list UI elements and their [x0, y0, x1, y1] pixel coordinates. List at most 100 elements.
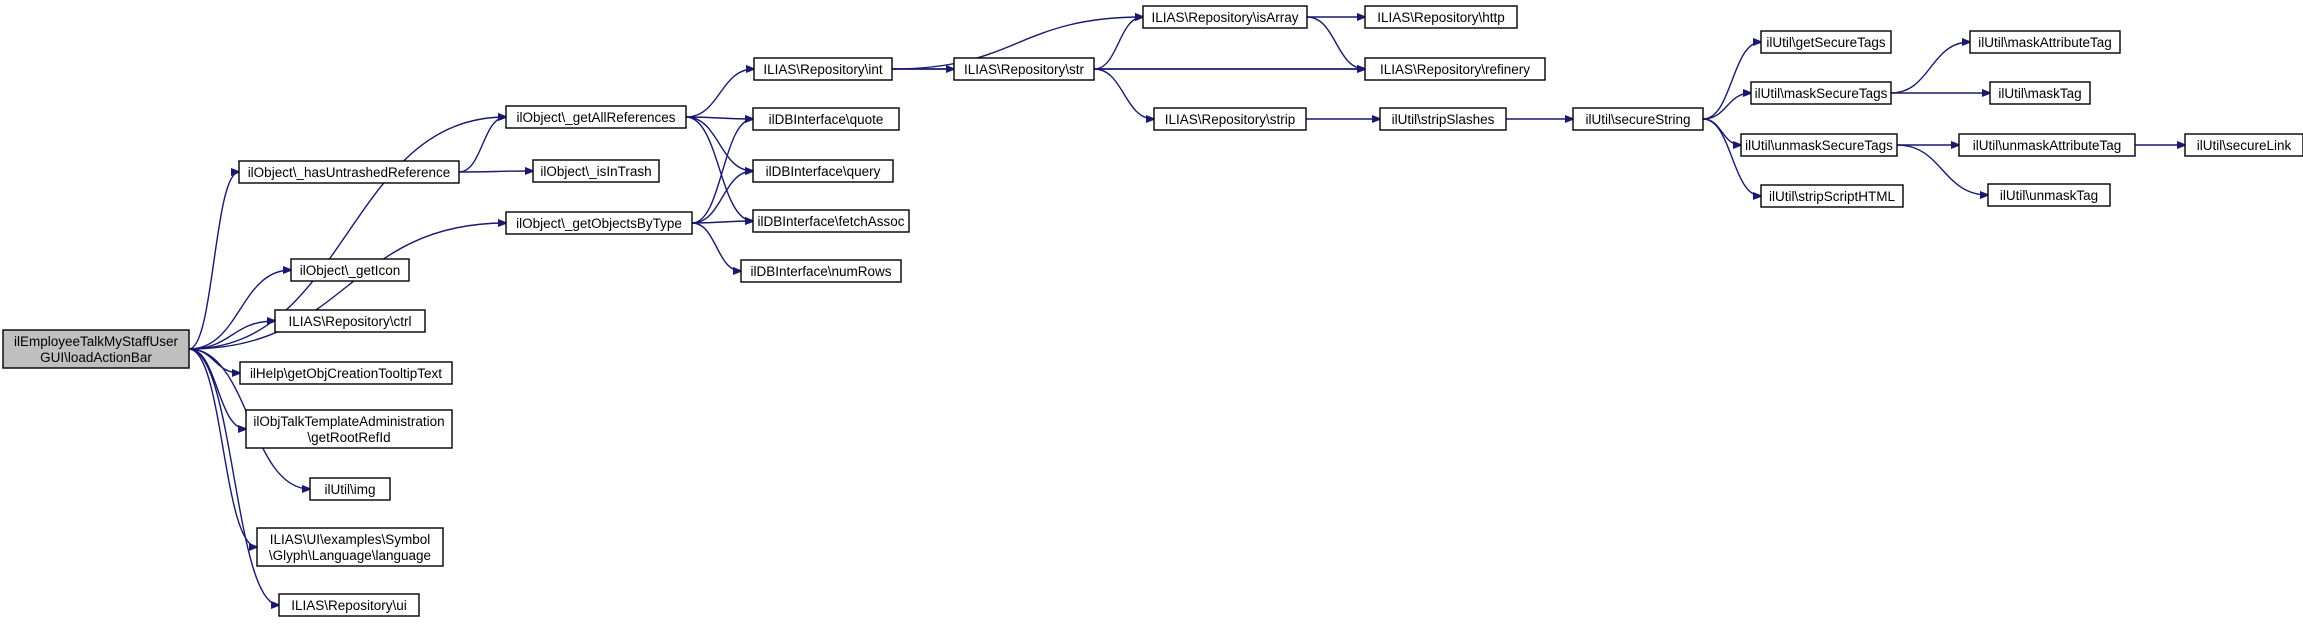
node-box — [505, 211, 693, 235]
node-label: ILIAS\Repository\refinery — [1380, 62, 1530, 77]
node-label: ilDBInterface\quote — [769, 112, 884, 127]
node-box — [290, 258, 410, 282]
node-box — [752, 107, 900, 131]
node-strip-script-html[interactable]: ilUtil\stripScriptHTML — [1760, 184, 1904, 208]
node-box — [1153, 107, 1307, 131]
edge-get-objects-by-type-to-num-rows — [691, 222, 741, 271]
node-unmask-attribute-tag[interactable]: ilUtil\unmaskAttributeTag — [1958, 133, 2136, 157]
node-label: ilUtil\secureLink — [2197, 138, 2292, 153]
node-ctrl[interactable]: ILIAS\Repository\ctrl — [274, 309, 426, 333]
node-query[interactable]: ilDBInterface\query — [752, 159, 894, 183]
node-label: ilUtil\stripSlashes — [1392, 112, 1495, 127]
node-int[interactable]: ILIAS\Repository\int — [753, 57, 893, 81]
node-num-rows[interactable]: ilDBInterface\numRows — [740, 259, 902, 283]
node-is-in-trash[interactable]: ilObject\_isInTrash — [532, 159, 660, 183]
node-get-objects-by-type[interactable]: ilObject\_getObjectsByType — [505, 211, 693, 235]
node-box — [1750, 81, 1892, 105]
edge-layer — [188, 17, 2185, 605]
node-box — [1958, 133, 2136, 157]
node-refinery[interactable]: ILIAS\Repository\refinery — [1364, 57, 1546, 81]
node-box — [1740, 133, 1898, 157]
node-box — [953, 57, 1095, 81]
node-box — [1572, 107, 1704, 131]
node-root[interactable]: ilEmployeeTalkMyStaffUserGUI\loadActionB… — [2, 329, 190, 369]
node-label: ilDBInterface\numRows — [750, 264, 891, 279]
node-language[interactable]: ILIAS\UI\examples\Symbol\Glyph\Language\… — [256, 527, 444, 567]
node-label: ILIAS\UI\examples\Symbol — [270, 532, 431, 547]
edge-root-to-get-icon — [188, 270, 291, 350]
node-label: ilHelp\getObjCreationTooltipText — [250, 366, 442, 381]
node-label: ilUtil\maskSecureTags — [1755, 86, 1888, 101]
edge-has-untrashed-to-is-in-trash — [458, 171, 533, 172]
node-strip[interactable]: ILIAS\Repository\strip — [1153, 107, 1307, 131]
node-box — [256, 527, 444, 567]
edge-secure-string-to-strip-script-html — [1702, 118, 1761, 196]
node-img[interactable]: ilUtil\img — [309, 477, 391, 501]
node-label: ilDBInterface\fetchAssoc — [757, 214, 904, 229]
node-label: ilUtil\img — [324, 482, 375, 497]
edge-root-to-get-all-references — [188, 117, 506, 350]
edge-get-objects-by-type-to-quote — [691, 119, 753, 224]
node-is-array[interactable]: ILIAS\Repository\isArray — [1142, 5, 1308, 29]
node-label: \Glyph\Language\language — [269, 548, 431, 563]
node-mask-secure-tags[interactable]: ilUtil\maskSecureTags — [1750, 81, 1892, 105]
node-label: ilUtil\unmaskAttributeTag — [1973, 138, 2122, 153]
node-http[interactable]: ILIAS\Repository\http — [1364, 5, 1518, 29]
node-fetch-assoc[interactable]: ilDBInterface\fetchAssoc — [752, 209, 910, 233]
edge-root-to-ctrl — [188, 321, 275, 350]
edge-get-all-references-to-fetch-assoc — [685, 116, 753, 221]
edge-get-all-references-to-int — [685, 69, 754, 118]
node-box — [532, 159, 660, 183]
node-label: ilObjTalkTemplateAdministration — [253, 414, 444, 429]
node-box — [239, 361, 453, 385]
node-label: ilUtil\maskTag — [1998, 86, 2081, 101]
edge-int-to-is-array — [891, 17, 1143, 70]
edge-unmask-secure-tags-to-unmask-tag — [1896, 144, 1988, 195]
node-unmask-secure-tags[interactable]: ilUtil\unmaskSecureTags — [1740, 133, 1898, 157]
node-strip-slashes[interactable]: ilUtil\stripSlashes — [1379, 107, 1507, 131]
node-label: ILIAS\Repository\isArray — [1151, 10, 1298, 25]
node-label: ILIAS\Repository\str — [964, 62, 1085, 77]
node-unmask-tag[interactable]: ilUtil\unmaskTag — [1987, 183, 2111, 207]
node-label: ilObject\_isInTrash — [540, 164, 651, 179]
node-box — [505, 105, 687, 129]
node-label: ilUtil\unmaskSecureTags — [1745, 138, 1893, 153]
node-ui[interactable]: ILIAS\Repository\ui — [278, 593, 420, 617]
node-box — [1364, 57, 1546, 81]
node-mask-tag[interactable]: ilUtil\maskTag — [1989, 81, 2091, 105]
edge-root-to-ui — [188, 348, 279, 605]
node-box — [1989, 81, 2091, 105]
edge-secure-string-to-get-secure-tags — [1702, 42, 1761, 120]
node-label: ILIAS\Repository\ctrl — [288, 314, 411, 329]
node-label: \getRootRefId — [307, 430, 390, 445]
node-box — [245, 409, 453, 449]
node-quote[interactable]: ilDBInterface\quote — [752, 107, 900, 131]
edge-secure-string-to-unmask-secure-tags — [1702, 118, 1741, 145]
node-label: ILIAS\Repository\int — [763, 62, 883, 77]
node-label: ilUtil\stripScriptHTML — [1769, 189, 1896, 204]
node-mask-attribute-tag[interactable]: ilUtil\maskAttributeTag — [1969, 30, 2121, 54]
node-label: ilObject\_getObjectsByType — [516, 216, 682, 231]
node-box — [2, 329, 190, 369]
node-label: ilUtil\secureString — [1585, 112, 1690, 127]
node-get-icon[interactable]: ilObject\_getIcon — [290, 258, 410, 282]
node-get-obj-creation[interactable]: ilHelp\getObjCreationTooltipText — [239, 361, 453, 385]
node-box — [740, 259, 902, 283]
node-get-all-references[interactable]: ilObject\_getAllReferences — [505, 105, 687, 129]
node-secure-link[interactable]: ilUtil\secureLink — [2184, 133, 2303, 157]
edge-root-to-get-objects-by-type — [188, 223, 506, 350]
node-label: ILIAS\Repository\http — [1377, 10, 1505, 25]
node-box — [278, 593, 420, 617]
node-get-secure-tags[interactable]: ilUtil\getSecureTags — [1760, 30, 1892, 54]
node-box — [1969, 30, 2121, 54]
node-has-untrashed[interactable]: ilObject\_hasUntrashedReference — [238, 160, 460, 184]
node-str[interactable]: ILIAS\Repository\str — [953, 57, 1095, 81]
node-label: ilUtil\maskAttributeTag — [1978, 35, 2112, 50]
node-secure-string[interactable]: ilUtil\secureString — [1572, 107, 1704, 131]
node-box — [1987, 183, 2111, 207]
node-label: ILIAS\Repository\strip — [1165, 112, 1296, 127]
edge-secure-string-to-mask-secure-tags — [1702, 93, 1751, 120]
node-box — [1760, 30, 1892, 54]
node-talk-template[interactable]: ilObjTalkTemplateAdministration\getRootR… — [245, 409, 453, 449]
node-box — [274, 309, 426, 333]
